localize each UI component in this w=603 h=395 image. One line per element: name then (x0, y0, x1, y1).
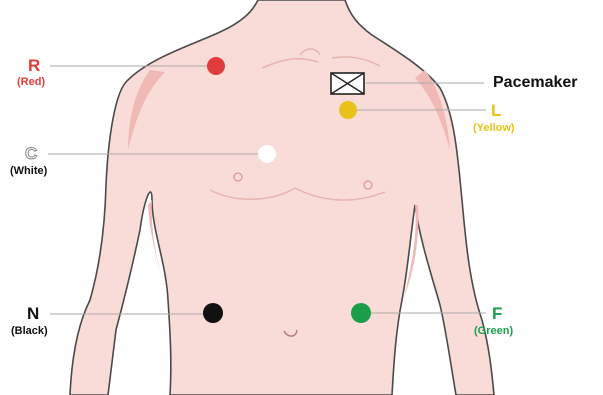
label-r-letter: R (28, 57, 40, 74)
label-n-name: (Black) (11, 326, 48, 337)
label-r-name: (Red) (17, 77, 45, 88)
electrode-c (258, 145, 276, 163)
label-f-name: (Green) (474, 326, 513, 337)
torso (70, 0, 494, 395)
electrode-f (351, 303, 371, 323)
label-c-name: (White) (10, 166, 47, 177)
pacemaker-box-icon (331, 73, 364, 94)
electrode-n (203, 303, 223, 323)
electrode-l (339, 101, 357, 119)
label-l-name: (Yellow) (473, 123, 515, 134)
label-l-letter: L (491, 102, 501, 119)
label-c-letter: C (25, 145, 37, 162)
label-f-letter: F (492, 305, 502, 322)
label-n-letter: N (27, 305, 39, 322)
label-pacemaker: Pacemaker (493, 75, 578, 91)
electrode-r (207, 57, 225, 75)
